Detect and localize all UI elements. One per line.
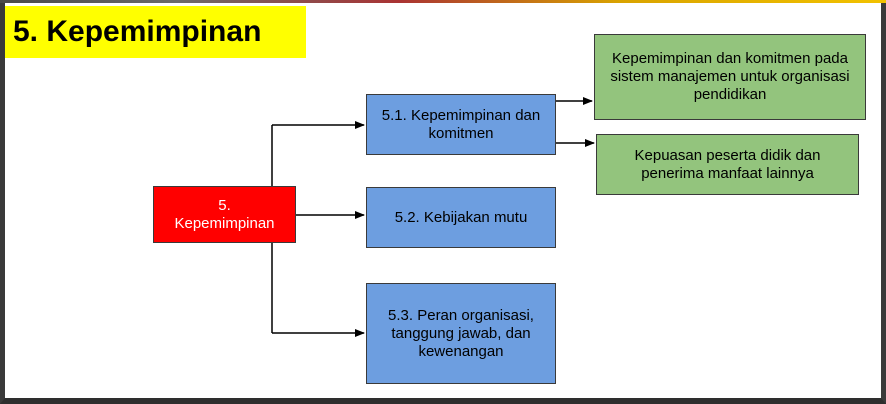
node-5-2: 5.2. Kebijakan mutu bbox=[366, 187, 556, 248]
slide-title: 5. Kepemimpinan bbox=[5, 6, 306, 58]
node-green-komitmen: Kepemimpinan dan komitmen pada sistem ma… bbox=[594, 34, 866, 120]
top-decoration-strip bbox=[0, 0, 886, 3]
node-root-kepemimpinan: 5. Kepemimpinan bbox=[153, 186, 296, 243]
node-5-3: 5.3. Peran organisasi, tanggung jawab, d… bbox=[366, 283, 556, 384]
node-green-kepuasan: Kepuasan peserta didik dan penerima manf… bbox=[596, 134, 859, 195]
node-5-1: 5.1. Kepemimpinan dan komitmen bbox=[366, 94, 556, 155]
